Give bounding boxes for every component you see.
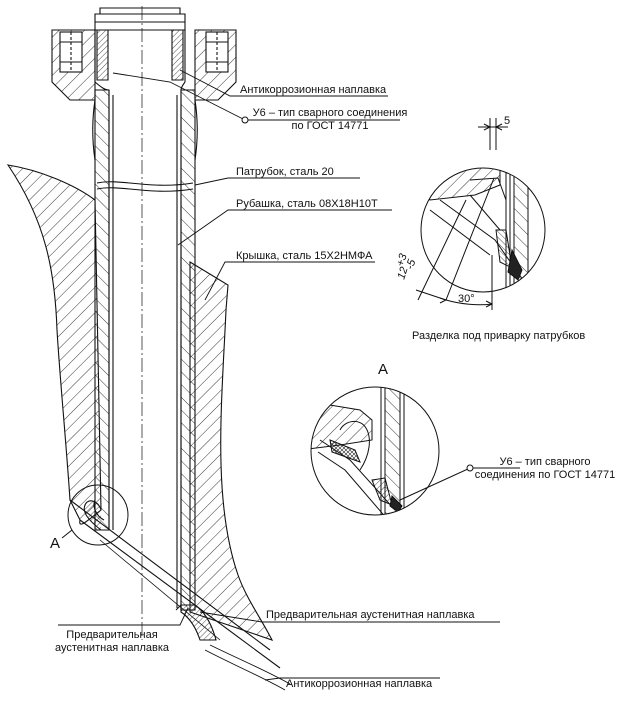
cover-left-wall: [6, 164, 102, 525]
dimension-angle: 30°: [458, 293, 475, 305]
groove-detail: [415, 118, 546, 310]
label-anticorrosion-top: Антикоррозионная наплавка: [240, 84, 387, 96]
label-weld-type: У6 – тип сварного соединения по ГОСТ 147…: [250, 107, 410, 133]
view-a-letter: А: [378, 361, 388, 378]
label-weld-type-line1: У6 – тип сварного соединения: [252, 107, 408, 119]
label-pre-overlay-left-line2: аустенитная наплавка: [54, 642, 170, 654]
label-groove-caption: Разделка под приварку патрубков: [412, 330, 586, 342]
label-anticorrosion-bottom: Антикоррозионная наплавка: [286, 678, 433, 690]
label-pre-overlay-left-line1: Предварительная: [66, 629, 158, 641]
dimension-depth-tol-lower: -5: [404, 257, 419, 271]
dimension-depth: 12: [395, 266, 410, 281]
label-pre-overlay-left: Предварительная аустенитная наплавка: [42, 629, 182, 655]
label-weld-type-line2: по ГОСТ 14771: [291, 120, 369, 132]
label-detail-a-weld-line1: У6 – тип сварного: [499, 456, 591, 468]
dimension-gap: 5: [504, 115, 510, 127]
dimension-depth-tol-upper: +3: [394, 251, 410, 267]
nozzle-right-wall: [180, 89, 196, 611]
detail-a-letter: А: [50, 535, 60, 552]
label-pre-overlay-right: Предварительная аустенитная наплавка: [266, 609, 475, 621]
leader-lines: [58, 69, 500, 681]
cover-right-wall: [189, 261, 274, 641]
main-view: [6, 6, 291, 691]
nozzle-left-wall: [94, 89, 110, 531]
label-detail-a-weld: У6 – тип сварного соединения по ГОСТ 147…: [470, 456, 618, 482]
detail-a-marker-circle: [67, 484, 129, 546]
view-a-detail: [310, 386, 520, 516]
label-cover: Крышка, сталь 15Х2НМФА: [236, 250, 373, 262]
label-nozzle: Патрубок, сталь 20: [236, 166, 334, 178]
label-detail-a-weld-line2: соединения по ГОСТ 14771: [474, 469, 616, 481]
label-jacket: Рубашка, сталь 08Х18Н10Т: [236, 198, 378, 210]
